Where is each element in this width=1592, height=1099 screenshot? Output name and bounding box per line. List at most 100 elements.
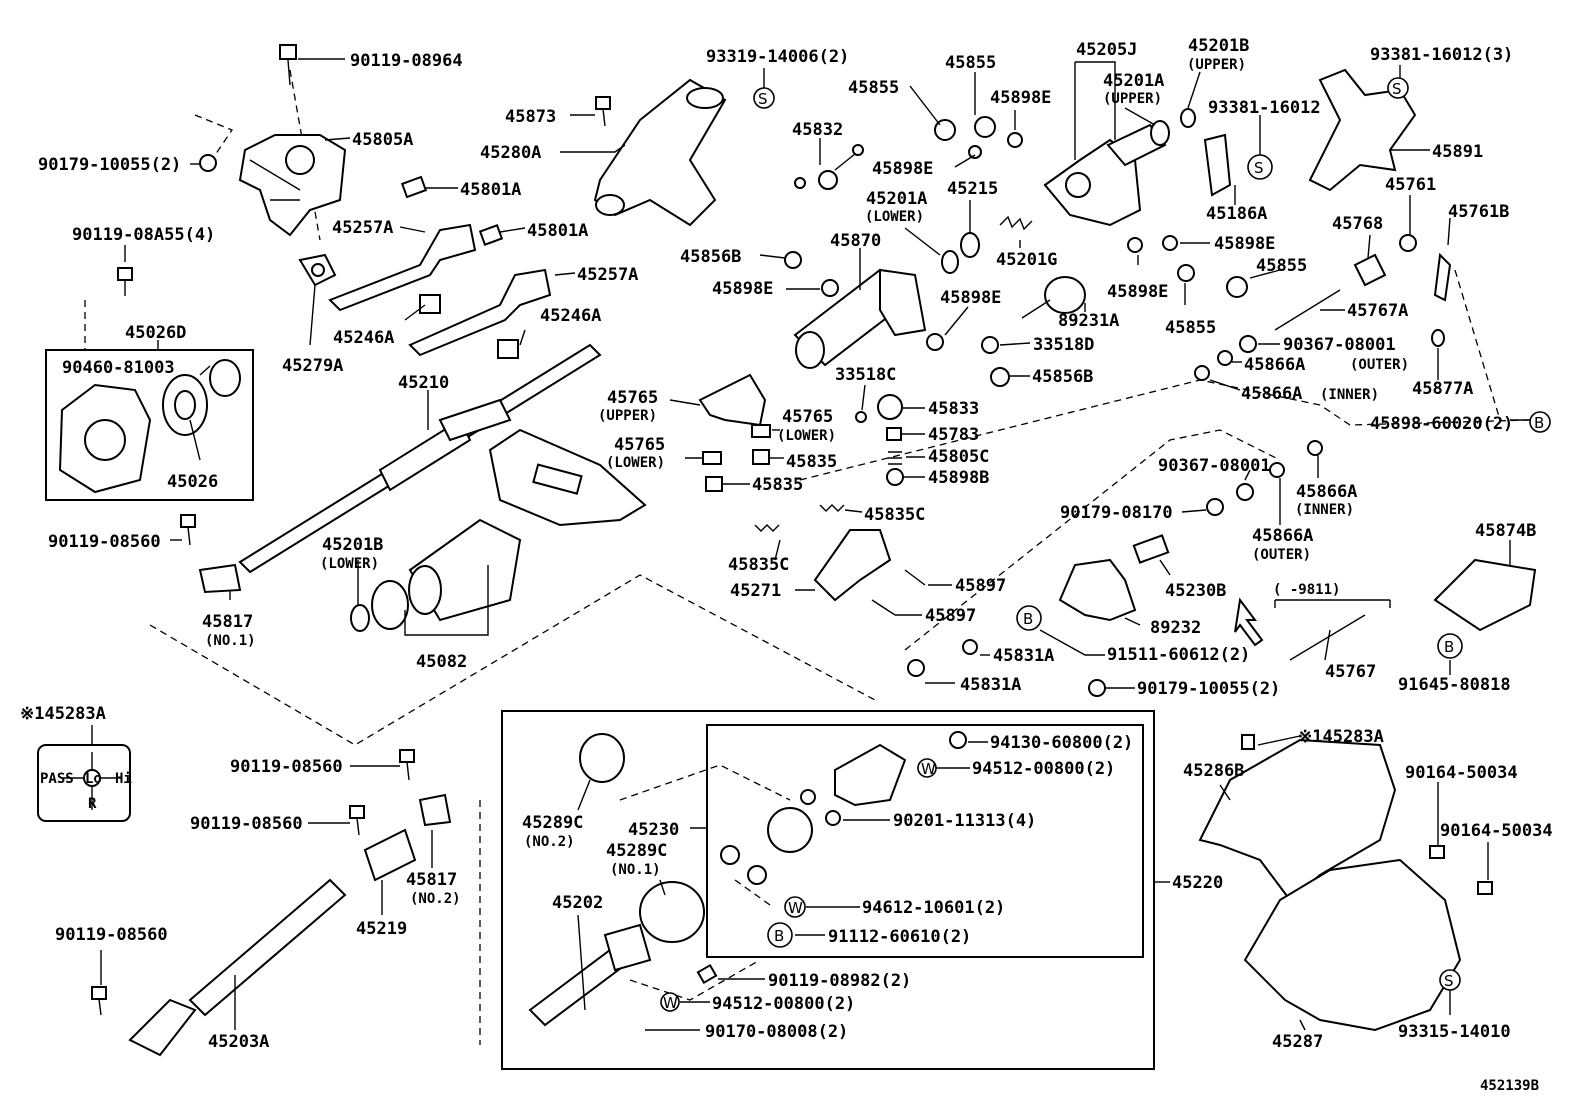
cover-45287 [1243, 858, 1462, 1032]
dashed-outline-switch [904, 429, 1281, 651]
part-label: 45891 [1432, 142, 1483, 162]
screw-45855-a [934, 116, 996, 141]
part-label: 45855 [1256, 256, 1307, 276]
cover-45289c-no2 [579, 733, 625, 783]
spring-45835c-a [819, 504, 845, 512]
part-label: 90164-50034 [1405, 763, 1518, 783]
part-label: 90164-50034 [1440, 821, 1553, 841]
part-label: 45271 [730, 581, 781, 601]
part-label: 33518C [835, 365, 896, 385]
part-label: 45765 [614, 435, 665, 455]
part-label: 90119-08560 [190, 814, 303, 834]
svg-text:B: B [1444, 638, 1454, 656]
nut-90179-10055-b [1088, 679, 1106, 697]
part-label: 45257A [577, 265, 638, 285]
part-label: 45831A [960, 675, 1021, 695]
part-label: 45201G [996, 250, 1057, 270]
part-label: 91645-80818 [1398, 675, 1511, 695]
switch-89231a [1021, 276, 1086, 319]
part-label: 45767A [1347, 301, 1408, 321]
switch-89232 [1058, 558, 1137, 622]
bolt-90119-08560-d [91, 986, 107, 1016]
part-label: 45201B [1188, 36, 1249, 56]
part-label: 93381-16012 [1208, 98, 1321, 118]
bracket-45891 [1308, 68, 1417, 192]
part-label: 45257A [332, 218, 393, 238]
part-label: (NO.1) [205, 633, 256, 649]
shaft-45203a [128, 878, 347, 1057]
dashed-outline-column [149, 574, 876, 746]
part-label: 45805A [352, 130, 413, 150]
part-label: 45833 [928, 399, 979, 419]
part-label: 93381-16012(3) [1370, 45, 1513, 65]
ring-45783 [886, 427, 902, 441]
part-label: (NO.1) [610, 862, 661, 878]
part-label: (INNER) [1320, 387, 1379, 403]
part-label: (INNER) [1295, 502, 1354, 518]
block-45835-b [705, 476, 723, 492]
box-45220-outer [501, 710, 1155, 1070]
part-label: 45765 [607, 388, 658, 408]
part-label: 93315-14010 [1398, 1022, 1511, 1042]
part-label: 94512-00800(2) [972, 759, 1115, 779]
column-bracket [488, 428, 647, 527]
nut-45898e-c [968, 145, 982, 159]
part-label: 45898E [872, 159, 933, 179]
indicator-lo: Lo [85, 771, 102, 787]
part-label: 45898E [1107, 282, 1168, 302]
indicator-hi: Hi [115, 771, 132, 787]
cover-45289c-no1 [639, 881, 705, 943]
cover-45286b [1198, 738, 1397, 902]
bolt-90119-08982 [696, 963, 718, 985]
part-label: 90367-08001 [1283, 335, 1396, 355]
bearing-45026 [58, 359, 241, 494]
part-label: (OUTER) [1252, 547, 1311, 563]
nut-45898e-f [1162, 235, 1178, 251]
lever-45257a-lower [408, 268, 552, 357]
diagram-id: 452139B [1480, 1078, 1539, 1094]
screw-90164-50034-a [1429, 845, 1445, 859]
spacer-45801a-a [400, 175, 428, 199]
part-label: 45855 [1165, 318, 1216, 338]
part-label: 45856B [1032, 367, 1093, 387]
ring-45215 [960, 232, 980, 258]
box-45230-inner [706, 724, 1144, 958]
clamp-45817-no1 [198, 563, 242, 594]
spring-45805c [888, 451, 902, 465]
ring-45201a-lower [941, 250, 959, 274]
key-cylinder-45870 [793, 268, 927, 369]
part-label: 45898E [990, 88, 1051, 108]
nut-45831a-a [962, 639, 978, 655]
block-45835-a [752, 449, 770, 465]
part-label: 45761 [1385, 175, 1436, 195]
svg-text:W: W [663, 994, 678, 1012]
part-label: 90119-08A55(4) [72, 225, 215, 245]
part-label: ( -9811) [1273, 582, 1340, 598]
part-label: 45866A [1296, 482, 1357, 502]
part-label: 45761B [1448, 202, 1509, 222]
arrow-45230b [1234, 597, 1264, 647]
svg-text:S: S [758, 90, 768, 108]
part-label: 90460-81003 [62, 358, 175, 378]
part-label: 45026D [125, 323, 186, 343]
lock-housing-45280a [593, 78, 727, 227]
part-label: 45831A [993, 646, 1054, 666]
part-label: 45898E [940, 288, 1001, 308]
nut-90179-10055 [199, 154, 217, 172]
shift-indicator-45283a [37, 744, 131, 822]
part-label: 45215 [947, 179, 998, 199]
part-label: 45289C [522, 813, 583, 833]
symbol-b-91645: B [1437, 633, 1463, 659]
part-label: 45897 [955, 576, 1006, 596]
nut-45898e-e [1127, 237, 1143, 253]
svg-text:B: B [774, 927, 784, 945]
dashed-rod-45761b [1454, 269, 1501, 421]
part-label: 45203A [208, 1032, 269, 1052]
block-45246a-b [497, 339, 519, 359]
part-label: 45874B [1475, 521, 1536, 541]
part-label: 45765 [782, 407, 833, 427]
part-label: 45201B [322, 535, 383, 555]
svg-text:S: S [1444, 972, 1454, 990]
part-label: 45897 [925, 606, 976, 626]
